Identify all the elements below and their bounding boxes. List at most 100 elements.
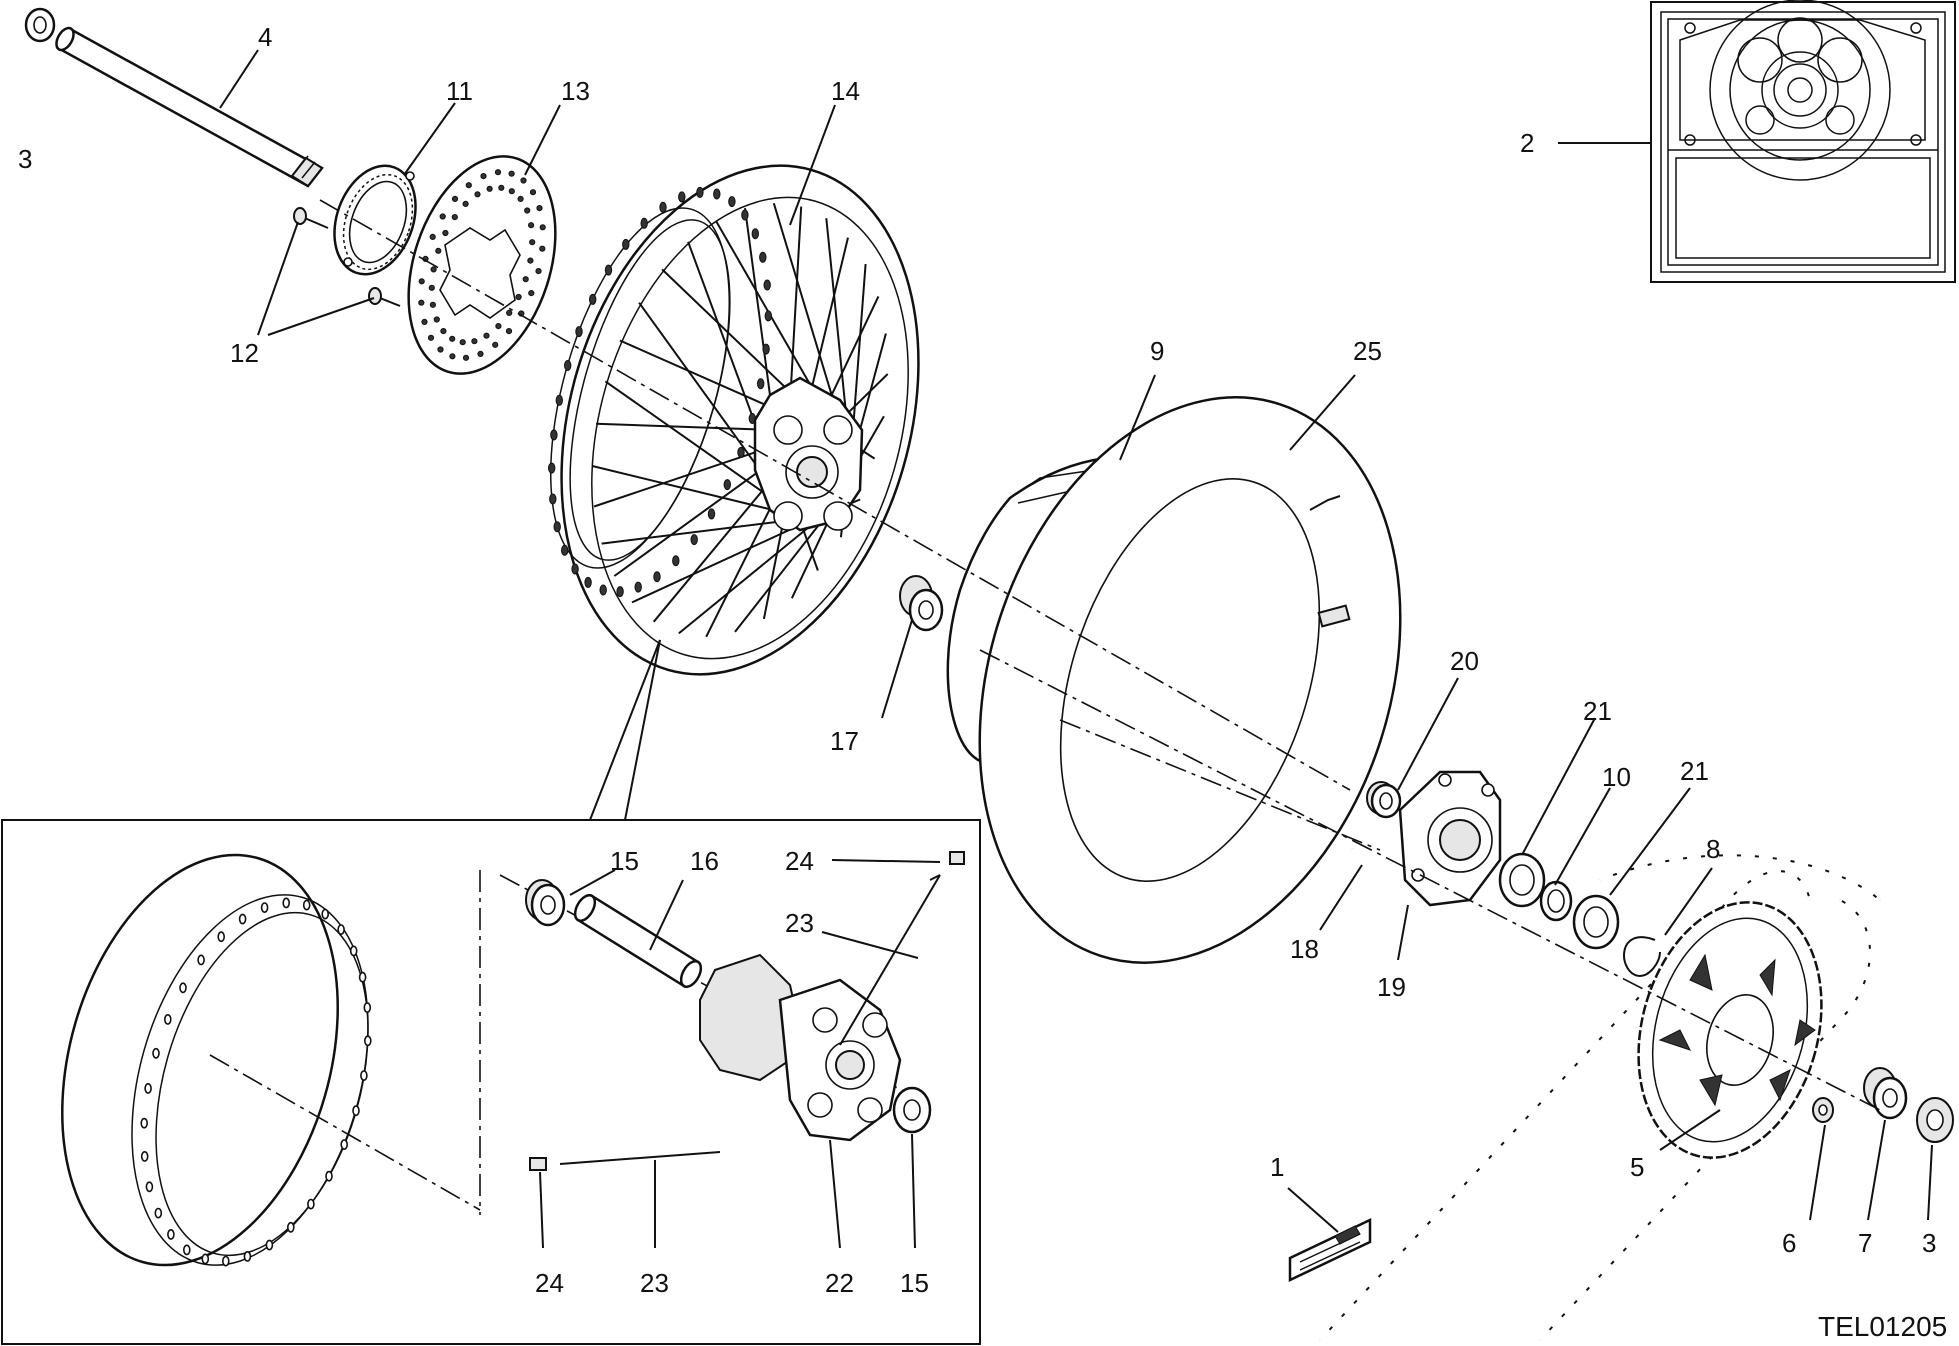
- inset-rim-hole: [183, 1244, 191, 1256]
- callout-1: 1: [1270, 1152, 1284, 1182]
- callout-11: 11: [446, 76, 473, 106]
- inset-rim-hole: [358, 971, 367, 983]
- callout-21-first: 21: [1583, 696, 1612, 726]
- sprocket-cover-inset: [1558, 0, 1956, 283]
- rim-hole: [723, 479, 731, 491]
- inset-rim-hole: [363, 1002, 372, 1013]
- inset-rim-hole: [154, 1207, 163, 1219]
- spoke: [613, 462, 772, 577]
- inset-rim-hole: [363, 1035, 372, 1047]
- disc-hole: [440, 328, 447, 335]
- inset-rim-hole: [360, 1070, 368, 1081]
- disc-hole: [529, 189, 537, 196]
- callout-19: 19: [1377, 972, 1406, 1002]
- callout-13: 13: [561, 76, 590, 106]
- disc-hole: [427, 334, 435, 341]
- disc-hole: [462, 200, 469, 207]
- disc-hole: [449, 353, 456, 360]
- wheel-spacer: [899, 575, 944, 632]
- disc-hole: [418, 278, 425, 285]
- rim-hole: [553, 521, 561, 533]
- bearing-21a: [1498, 852, 1546, 908]
- drive-chain: [1314, 848, 1885, 1345]
- inset-rim-hole: [164, 1014, 172, 1025]
- rim-hole: [672, 555, 680, 567]
- rim-hole: [549, 493, 557, 505]
- rim-hole: [690, 534, 698, 546]
- disc-hole: [451, 214, 458, 221]
- disc-hole: [486, 185, 493, 192]
- inset-rim-hole: [144, 1083, 152, 1094]
- inset-rim-holes: [140, 897, 372, 1267]
- rim-hole: [653, 571, 661, 583]
- disc-hole: [477, 350, 484, 357]
- disc-hole: [433, 316, 440, 323]
- rim-hole: [555, 394, 563, 406]
- disc-hole: [506, 309, 513, 316]
- disc-hole: [508, 188, 515, 195]
- disc-hole: [449, 335, 456, 342]
- disc-hole: [528, 290, 535, 297]
- rim-hole: [575, 326, 583, 338]
- disc-hole: [498, 184, 505, 191]
- inset-rim-hole: [197, 954, 205, 966]
- abs-tone-ring: [333, 164, 417, 276]
- disc-hole: [529, 239, 536, 246]
- spoke: [762, 512, 787, 620]
- rim-hole: [604, 264, 613, 276]
- rim-hole: [713, 188, 721, 200]
- inset-rim-hole: [302, 899, 311, 911]
- rim-hole: [589, 293, 597, 305]
- rim-hole: [622, 238, 630, 250]
- disc-hole: [421, 318, 428, 325]
- inset-rim-hole: [325, 1170, 333, 1182]
- callout-3-right: 3: [1922, 1228, 1936, 1258]
- callout-15-bottom: 15: [900, 1268, 929, 1298]
- rim-hole: [634, 581, 642, 593]
- callout-14: 14: [831, 76, 860, 106]
- rim-hole: [751, 228, 759, 240]
- disc-hole: [471, 338, 478, 345]
- axle-nut-right: [1916, 1097, 1954, 1143]
- rim-hole: [659, 201, 667, 213]
- rear-sprocket: [1637, 901, 1823, 1159]
- disc-screw-upper: [293, 207, 329, 229]
- rim-hole: [561, 544, 569, 556]
- bearing-21b: [1572, 894, 1620, 950]
- spoke: [592, 465, 787, 515]
- callout-9: 9: [1150, 336, 1164, 366]
- callout-labels: 3 4 11 13 14 12 2 9 25 17 20 21 10 21 8 …: [18, 22, 1947, 1342]
- inset-rim-hole: [152, 1047, 160, 1059]
- callout-23-top: 23: [785, 908, 814, 938]
- callout-17: 17: [830, 726, 859, 756]
- rim-hole: [548, 462, 556, 474]
- inset-rim-hole: [340, 1139, 349, 1150]
- bearing-20: [1366, 781, 1402, 819]
- disc-hole: [462, 354, 470, 361]
- disc-hole: [437, 346, 444, 353]
- spacer-7: [1863, 1067, 1908, 1120]
- rim-hole: [599, 584, 607, 596]
- disc-hole: [483, 332, 490, 339]
- rim-hole: [571, 563, 579, 575]
- spoke: [631, 516, 818, 604]
- inner-tube: [978, 396, 1402, 964]
- rim-spoke-holes: [548, 186, 772, 598]
- callout-6: 6: [1782, 1228, 1796, 1258]
- rim-hole: [763, 279, 771, 291]
- circlip: [1623, 936, 1661, 978]
- disc-hole: [418, 299, 425, 306]
- inset-rim-hole: [167, 1229, 175, 1240]
- callout-5: 5: [1630, 1152, 1644, 1182]
- disc-hole: [528, 222, 535, 229]
- rim-hole: [741, 209, 749, 221]
- disc-hole: [429, 301, 436, 308]
- callout-24-bottom: 24: [535, 1268, 564, 1298]
- disc-hole: [535, 268, 542, 275]
- carrier-stud: [1351, 847, 1393, 865]
- disc-hole: [495, 323, 502, 330]
- axle-nut-left: [24, 7, 56, 43]
- rim-hole: [759, 251, 767, 263]
- disc-hole: [439, 213, 446, 220]
